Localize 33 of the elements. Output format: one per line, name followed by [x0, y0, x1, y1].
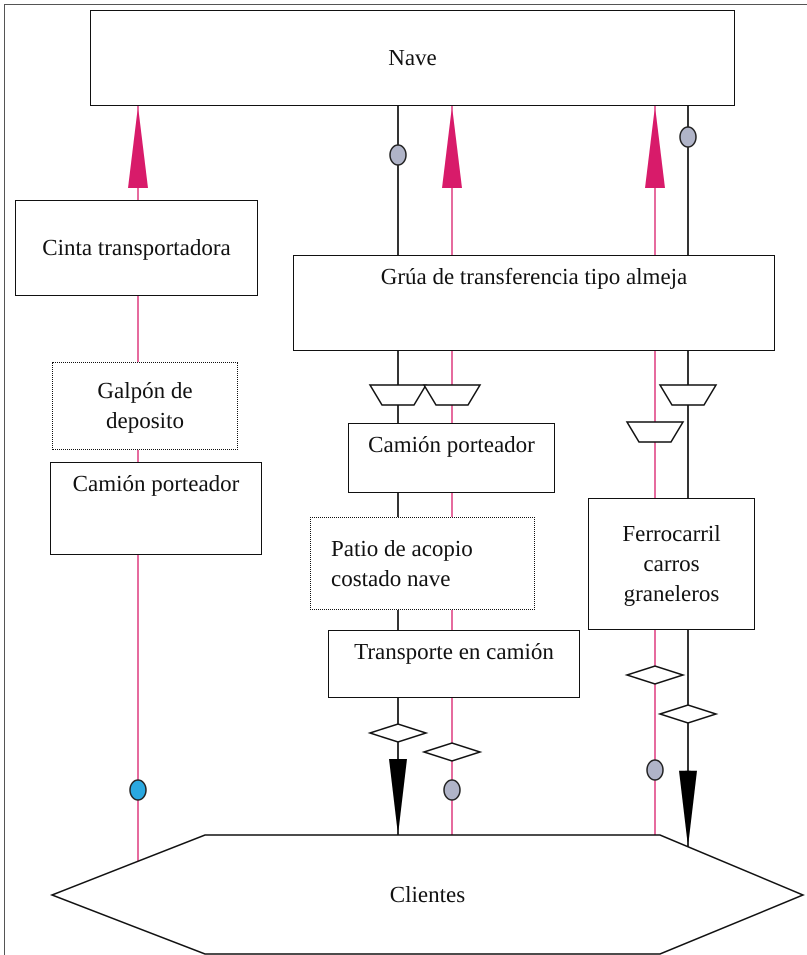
connector-line: [137, 296, 139, 362]
process-box: [50, 462, 262, 555]
connector-line: [137, 555, 139, 862]
connector-line: [451, 610, 453, 630]
connector-line: [679, 630, 697, 847]
process-box: [328, 630, 580, 698]
node-label: Galpón de deposito: [96, 377, 194, 435]
node-label: Grúa de transferencia tipo almeja: [380, 263, 688, 291]
connector-line: [128, 106, 148, 200]
node-label: Transporte en camión: [354, 638, 554, 666]
node-label: Nave: [388, 44, 437, 72]
process-box: [348, 423, 555, 493]
node-label: Patio de acopio costado nave: [331, 534, 474, 592]
connector-line: [654, 630, 656, 835]
process-box: [293, 255, 775, 351]
process-box: [90, 10, 735, 106]
connector-line: [451, 493, 453, 517]
node-label: Clientes: [390, 880, 466, 909]
connector-line: [442, 106, 462, 255]
node-label: Camión porteador: [72, 470, 240, 498]
process-box: [588, 498, 755, 630]
node-label: Camión porteador: [368, 431, 535, 459]
process-box: [15, 200, 258, 296]
connector-line: [397, 106, 399, 255]
connector-line: [645, 106, 665, 255]
storage-box: [310, 517, 535, 610]
node-label: Ferrocarril carros graneleros: [621, 520, 722, 608]
connector-line: [397, 610, 399, 630]
connector-line: [397, 493, 399, 517]
connector-line: [137, 450, 139, 462]
node-label: Cinta transportadora: [42, 234, 231, 262]
connector-line: [687, 106, 689, 255]
storage-box: [52, 362, 238, 450]
